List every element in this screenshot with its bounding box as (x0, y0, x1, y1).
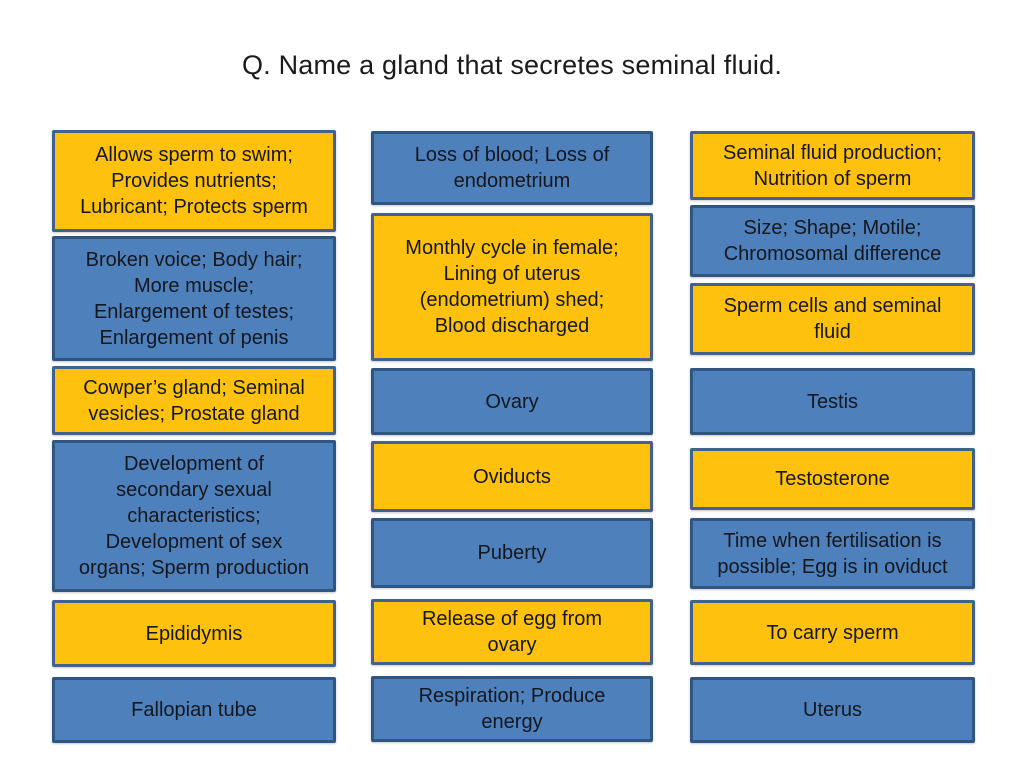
answer-card[interactable]: Fallopian tube (52, 677, 336, 743)
answer-card[interactable]: Respiration; Produce energy (371, 676, 653, 742)
answer-card[interactable]: Oviducts (371, 441, 653, 512)
answer-card[interactable]: Cowper’s gland; Seminal vesicles; Prosta… (52, 366, 336, 435)
answer-card[interactable]: Broken voice; Body hair; More muscle; En… (52, 236, 336, 361)
answer-card[interactable]: Release of egg from ovary (371, 599, 653, 665)
answer-card[interactable]: Time when fertilisation is possible; Egg… (690, 518, 975, 589)
answer-card[interactable]: Sperm cells and seminal fluid (690, 283, 975, 355)
answer-card[interactable]: Allows sperm to swim; Provides nutrients… (52, 130, 336, 232)
answer-card[interactable]: Development of secondary sexual characte… (52, 440, 336, 592)
question-title: Q. Name a gland that secretes seminal fl… (241, 50, 783, 80)
answer-card[interactable]: Size; Shape; Motile; Chromosomal differe… (690, 205, 975, 277)
answer-card[interactable]: To carry sperm (690, 600, 975, 665)
answer-card[interactable]: Ovary (371, 368, 653, 435)
answer-card[interactable]: Puberty (371, 518, 653, 588)
answer-card[interactable]: Uterus (690, 677, 975, 743)
answer-card[interactable]: Loss of blood; Loss of endometrium (371, 131, 653, 205)
answer-card[interactable]: Epididymis (52, 600, 336, 667)
answer-card[interactable]: Testosterone (690, 448, 975, 510)
answer-card[interactable]: Monthly cycle in female; Lining of uteru… (371, 213, 653, 361)
answer-card[interactable]: Seminal fluid production; Nutrition of s… (690, 131, 975, 200)
answer-card[interactable]: Testis (690, 368, 975, 435)
